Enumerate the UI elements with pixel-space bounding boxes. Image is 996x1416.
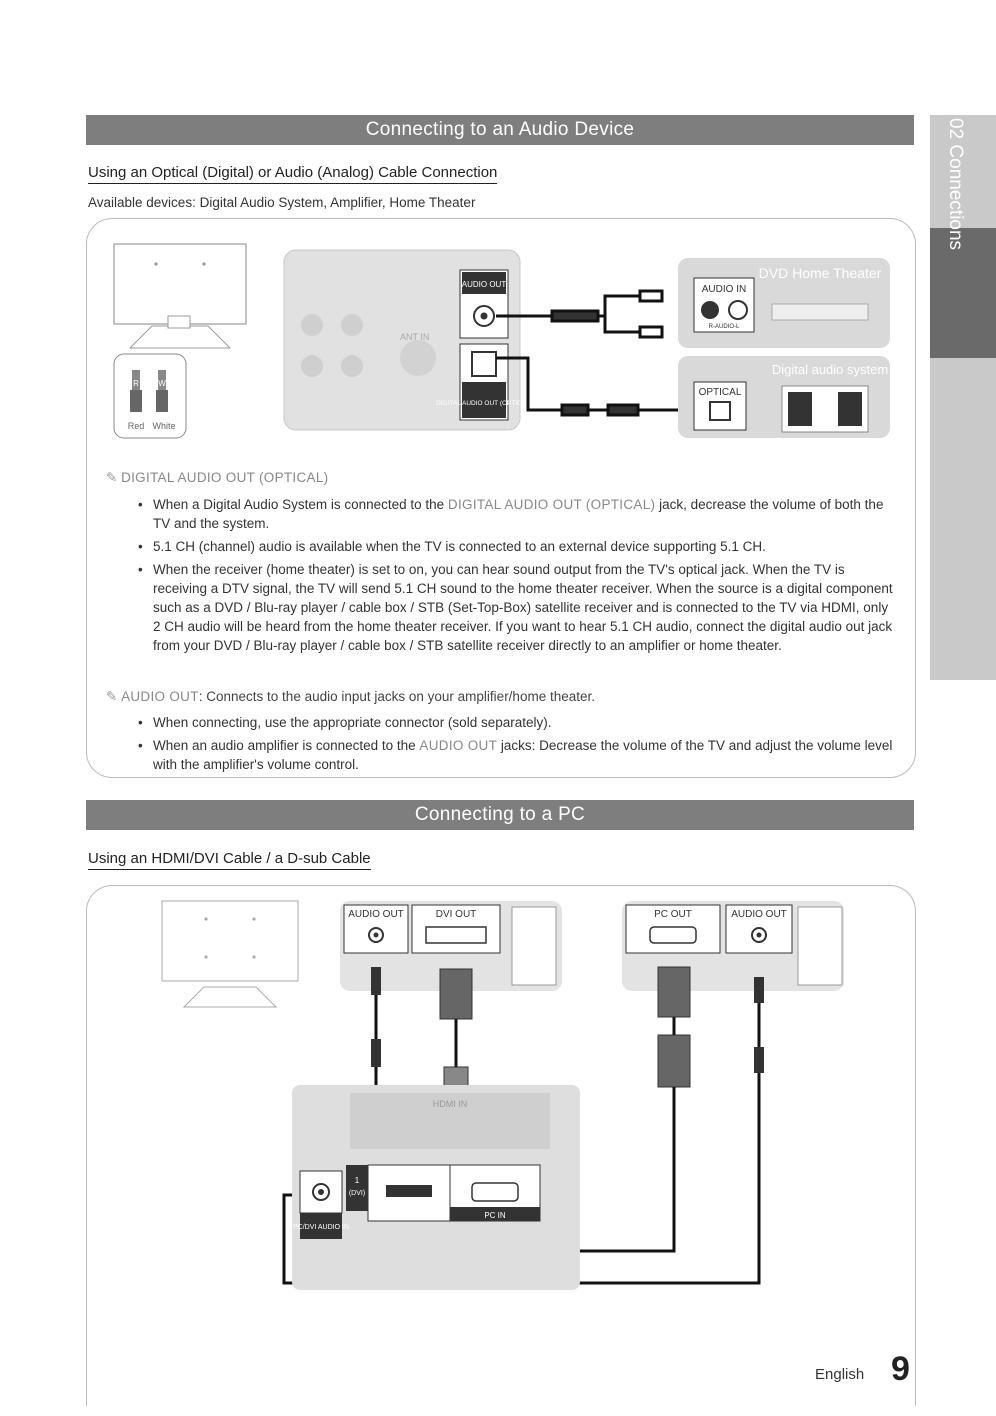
dvd-home-theater: DVD Home Theater AUDIO IN R-AUDIO-L <box>678 258 890 348</box>
note-pencil-icon: ✎ <box>106 689 122 704</box>
dvd-title: DVD Home Theater <box>759 265 882 281</box>
page-number: 9 <box>891 1350 910 1388</box>
note1-bullet-2: 5.1 CH (channel) audio is available when… <box>136 537 896 556</box>
white-label: White <box>152 421 175 431</box>
pc1-audio-out-label: AUDIO OUT <box>348 909 404 920</box>
side-tab-highlight <box>930 228 996 358</box>
hdmi-dvi-label: (DVI) <box>349 1190 365 1197</box>
ant-in-label: ANT IN <box>400 332 429 342</box>
red-label: Red <box>128 421 145 431</box>
section-header-audio: Connecting to an Audio Device <box>86 115 914 145</box>
audio-out-port-label: AUDIO OUT <box>462 280 507 289</box>
plug-r-label: R <box>133 379 139 388</box>
optical-label: OPTICAL <box>699 387 742 398</box>
section-header-pc: Connecting to a PC <box>86 800 914 830</box>
digital-system-title: Digital audio system <box>772 362 888 377</box>
note2-bullet-2: When an audio amplifier is connected to … <box>136 736 896 774</box>
note1-bullet-1: When a Digital Audio System is connected… <box>136 495 896 533</box>
plug-w-label: W <box>158 379 166 388</box>
pc2-audio-out-label: AUDIO OUT <box>731 909 787 920</box>
note-digital-audio-out: ✎ DIGITAL AUDIO OUT (OPTICAL) <box>106 470 329 485</box>
pc-frame <box>86 885 916 1406</box>
pc-dvi-audio-in-label: PC/DVI AUDIO IN <box>293 1224 349 1231</box>
side-tab-text: 02 Connections <box>944 118 966 250</box>
audio-connection-diagram: R W Red White ANT IN AUDIO OUT DIGITAL A… <box>113 243 890 439</box>
audio-cables <box>496 289 690 417</box>
side-tab <box>930 115 996 680</box>
hdmi-port-1-label: 1 <box>355 1176 360 1185</box>
note-pencil-icon: ✎ <box>106 470 122 485</box>
available-devices: Available devices: Digital Audio System,… <box>88 195 476 210</box>
tv-back-panel-pc: HDMI IN PC/DVI AUDIO IN 1 (DVI) PC IN <box>292 1085 580 1290</box>
note2-bullet-1: When connecting, use the appropriate con… <box>136 713 896 732</box>
subheading-optical: Using an Optical (Digital) or Audio (Ana… <box>88 164 498 184</box>
note1-bullet-3: When the receiver (home theater) is set … <box>136 560 896 655</box>
note2-bullet-list: When connecting, use the appropriate con… <box>136 713 896 778</box>
hdmi-in-label: HDMI IN <box>433 1099 468 1109</box>
tv-illustration <box>113 243 247 349</box>
pc-in-label: PC IN <box>484 1211 506 1220</box>
pc-connection-diagram: AUDIO OUT DVI OUT PC OUT AUDIO OUT <box>161 900 844 1290</box>
pc2-pc-out-label: PC OUT <box>654 909 692 920</box>
tv-illustration-pc <box>161 900 299 1008</box>
footer-language: English <box>815 1366 865 1383</box>
pc1-dvi-out-label: DVI OUT <box>436 909 477 920</box>
subheading-hdmi-dvi: Using an HDMI/DVI Cable / a D-sub Cable <box>88 850 371 870</box>
tv-back-panel: ANT IN AUDIO OUT DIGITAL AUDIO OUT (OPTI… <box>283 249 532 431</box>
digital-audio-system: Digital audio system OPTICAL <box>678 356 890 438</box>
chapter-number: 02 <box>945 118 966 140</box>
pc1-ports: AUDIO OUT DVI OUT <box>340 901 562 991</box>
dvd-audio-in-label: AUDIO IN <box>702 284 746 295</box>
pc2-ports: PC OUT AUDIO OUT <box>622 901 844 991</box>
note-audio-out: ✎ AUDIO OUT: Connects to the audio input… <box>106 689 595 704</box>
audio-frame <box>86 218 916 778</box>
rca-plugs-box: R W Red White <box>113 353 187 439</box>
digital-audio-out-port-label: DIGITAL AUDIO OUT (OPTICAL) <box>436 400 532 407</box>
note1-bullet-list: When a Digital Audio System is connected… <box>136 495 896 659</box>
dvd-sub-label: R-AUDIO-L <box>709 324 740 330</box>
chapter-label: Connections <box>945 144 966 251</box>
